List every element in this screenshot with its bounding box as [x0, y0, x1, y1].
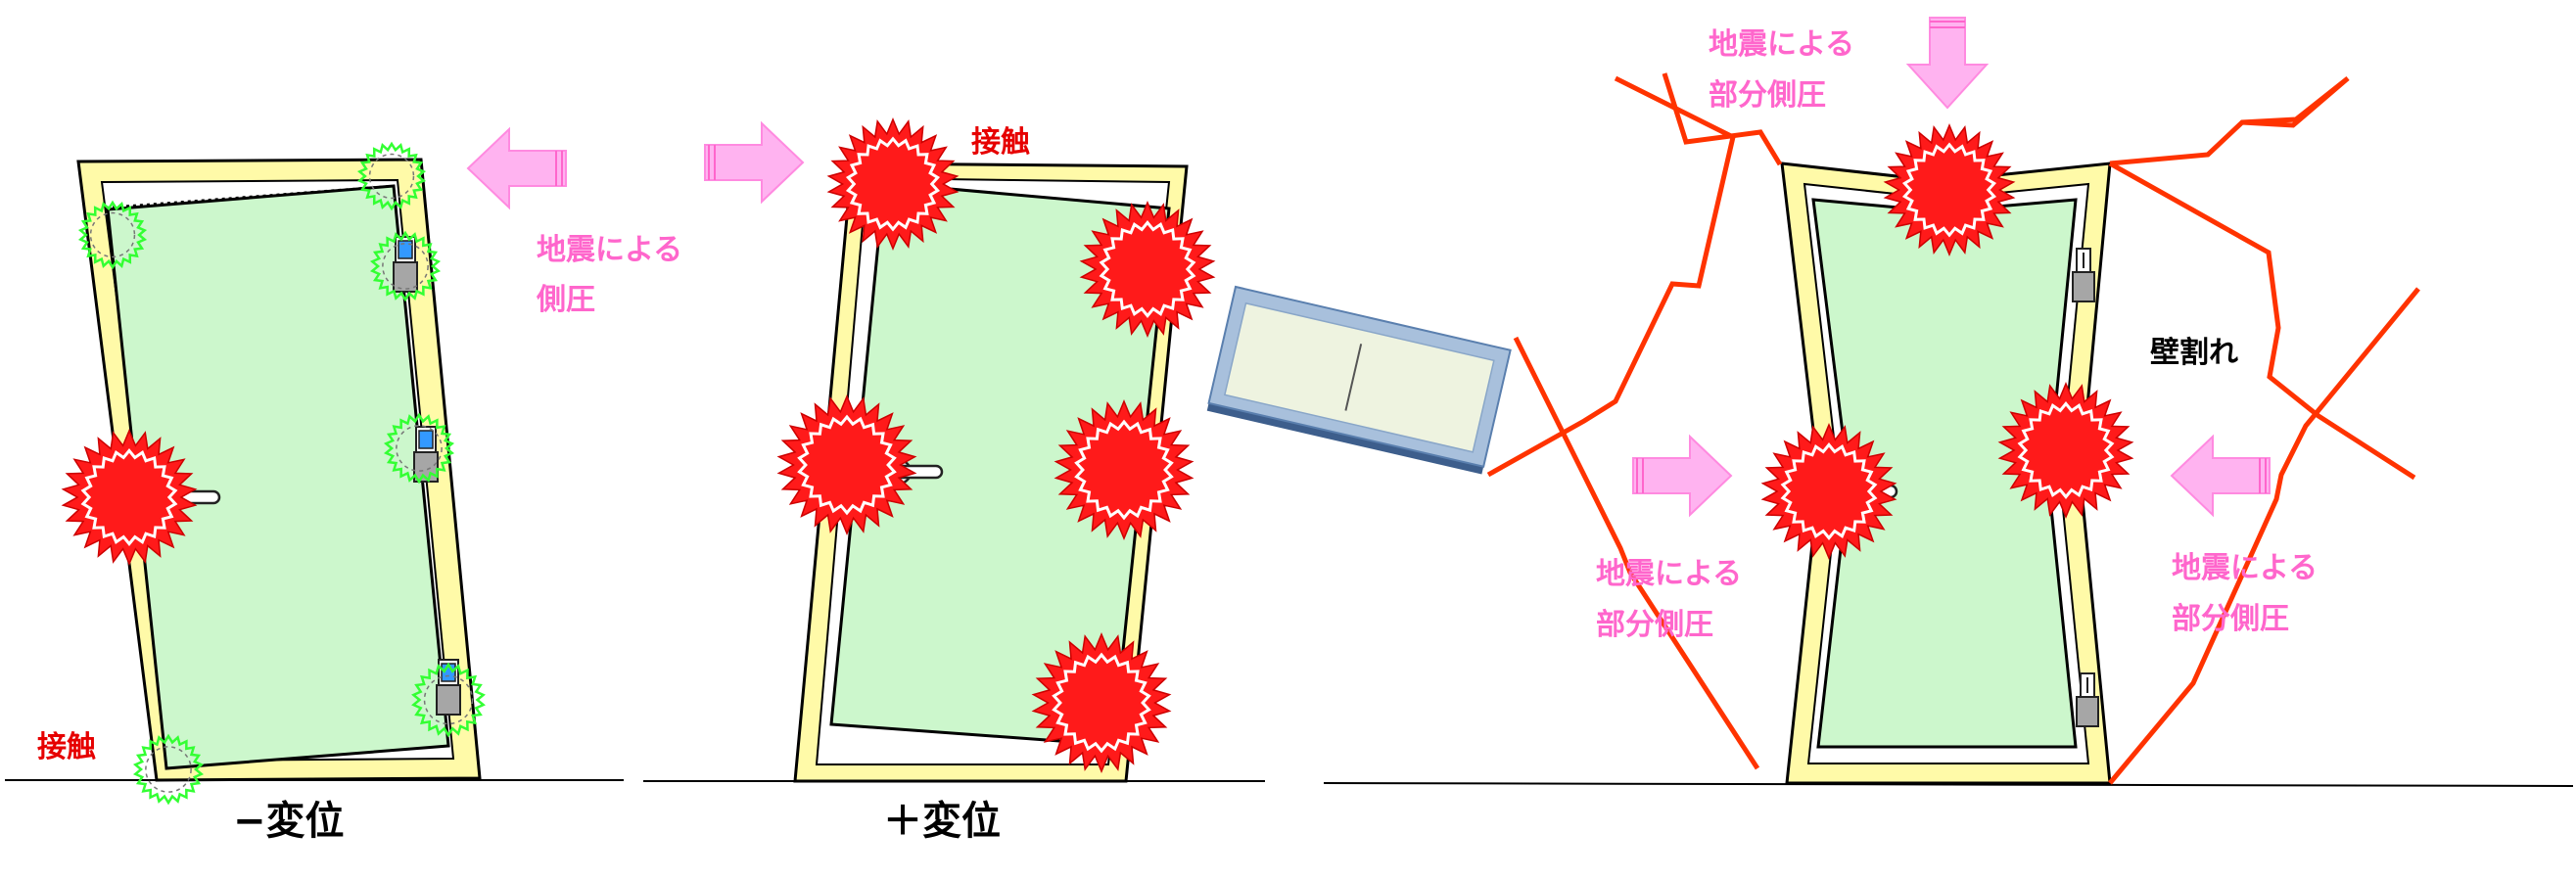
wall-crack-line — [1662, 72, 1783, 166]
contact-burst-icon — [1760, 423, 1897, 560]
contact-label-b: 接触 — [971, 125, 1030, 160]
gap-burst-icon — [132, 733, 205, 806]
diagram-a-minus-displacement: 地震による 側圧 接触 −変位 — [5, 128, 682, 844]
door-hinge-icon — [413, 426, 439, 483]
pressure-arrow-icon — [467, 128, 567, 208]
left-pressure-label-line1: 地震による — [1596, 557, 1742, 591]
caption-minus-displacement: −変位 — [233, 799, 345, 844]
contact-burst-icon — [1054, 399, 1194, 540]
diagram-c-partial-pressure: 地震による 部分側圧 地震による 部分側圧 地震による 部分側圧 壁割れ — [1323, 17, 2574, 787]
wall-crack-label: 壁割れ — [2150, 336, 2238, 370]
pressure-label-a-line1: 地震による — [537, 233, 682, 267]
pressure-arrow-icon — [704, 122, 804, 203]
contact-burst-icon — [61, 429, 198, 566]
contact-burst-icon — [1997, 382, 2134, 519]
caption-plus-displacement: ＋変位 — [883, 799, 1001, 844]
gap-burst-icon — [411, 662, 486, 738]
door-leaf-a — [106, 184, 450, 770]
door-hinge-icon — [2072, 248, 2095, 302]
contact-burst-icon — [1883, 123, 2016, 256]
contact-burst-icon — [776, 394, 917, 535]
top-pressure-label-line2: 部分側圧 — [1709, 78, 1826, 113]
diagram-b-plus-displacement: 接触 ＋変位 — [643, 117, 1265, 844]
wall-crack-line — [1513, 336, 1760, 770]
gap-burst-icon — [77, 200, 148, 270]
pressure-arrow-icon — [2171, 436, 2271, 516]
glass-panel-icon — [1206, 285, 1512, 475]
gap-burst-icon — [356, 141, 427, 211]
contact-burst-icon — [826, 117, 960, 251]
wall-crack-line — [2108, 287, 2420, 785]
door-hinge-icon — [2076, 672, 2099, 727]
top-pressure-label-line1: 地震による — [1709, 27, 1854, 62]
right-pressure-label-line1: 地震による — [2172, 551, 2318, 585]
contact-label-a: 接触 — [37, 730, 96, 764]
gap-burst-icon — [369, 230, 442, 302]
gap-burst-icon — [383, 412, 455, 485]
right-pressure-label-line2: 部分側圧 — [2172, 602, 2289, 636]
pressure-label-a-line2: 側圧 — [536, 283, 595, 317]
contact-burst-icon — [1079, 201, 1216, 338]
contact-burst-icon — [1031, 632, 1172, 773]
wall-crack-line — [1486, 75, 1736, 478]
pressure-arrow-icon — [1632, 436, 1732, 516]
wall-crack-line — [2108, 161, 2416, 481]
wall-crack-line — [2109, 76, 2350, 166]
pressure-arrow-icon — [1907, 17, 1988, 109]
left-pressure-label-line2: 部分側圧 — [1596, 608, 1713, 642]
